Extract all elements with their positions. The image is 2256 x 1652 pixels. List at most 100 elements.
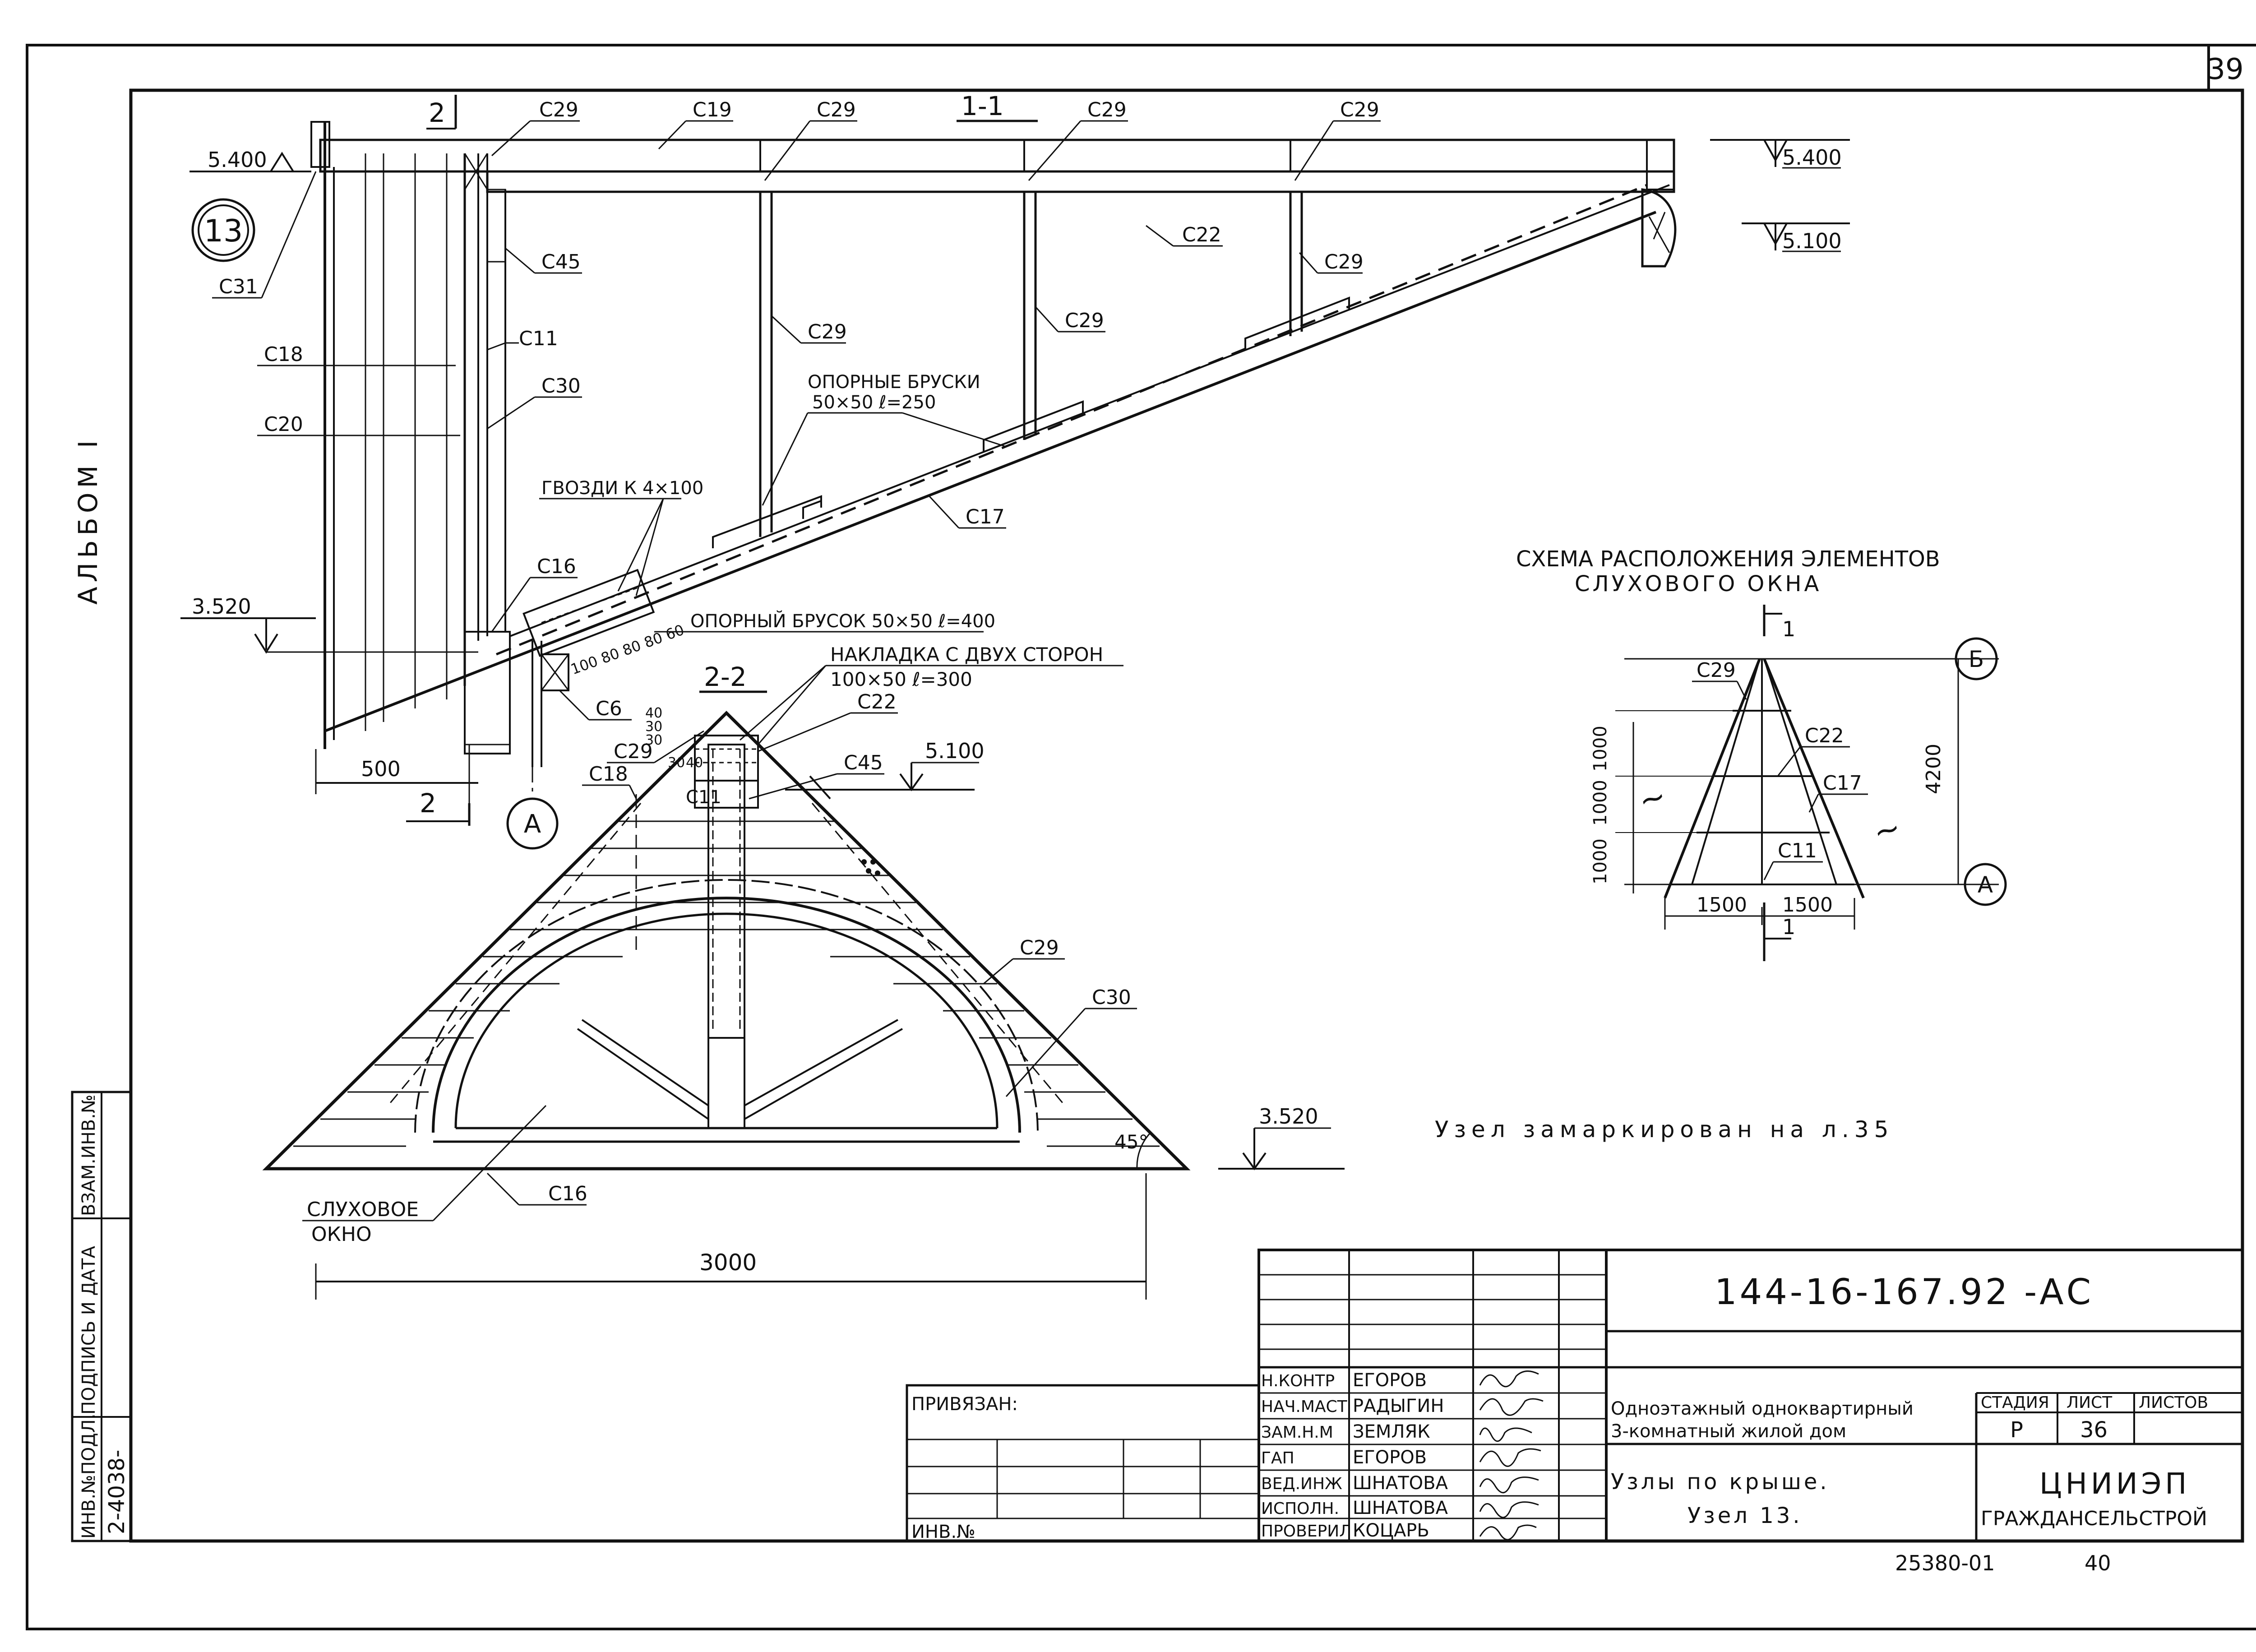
arched-window-outer bbox=[414, 879, 1039, 1133]
level-5100-gable: 5.100 bbox=[785, 739, 985, 791]
org-line-2: ГРАЖДАНСЕЛЬСТРОЙ bbox=[1981, 1506, 2207, 1530]
svg-text:ЛИСТ: ЛИСТ bbox=[2066, 1393, 2113, 1412]
stamp-inv-label: ИНВ.№ПОДЛ. bbox=[79, 1414, 99, 1539]
stamp-replace-label: ВЗАМ.ИНВ.№ bbox=[79, 1095, 99, 1216]
svg-text:5.400: 5.400 bbox=[1782, 145, 1842, 170]
section-2-2: 2-2 bbox=[262, 643, 1345, 1300]
svg-text:1000: 1000 bbox=[1590, 838, 1611, 884]
svg-text:~: ~ bbox=[1869, 809, 1905, 851]
svg-text:5.100: 5.100 bbox=[1782, 229, 1842, 253]
svg-text:Б: Б bbox=[1969, 646, 1984, 672]
svg-text:С18: С18 bbox=[264, 343, 303, 366]
axis-a-scheme-marker bbox=[1964, 863, 2007, 906]
inner-frame bbox=[129, 88, 2244, 1543]
sheet-title-1: Узлы по крыше. bbox=[1611, 1469, 1830, 1495]
svg-text:С29: С29 bbox=[614, 740, 653, 763]
svg-text:5.400: 5.400 bbox=[208, 148, 267, 172]
svg-text:100×50 ℓ=300: 100×50 ℓ=300 bbox=[830, 668, 972, 690]
svg-text:С6: С6 bbox=[596, 697, 622, 720]
section-2-2-title: 2-2 bbox=[704, 662, 747, 692]
gable-outline bbox=[262, 711, 1191, 1171]
scheme-height: 4200 bbox=[1922, 744, 1945, 794]
svg-text:С29: С29 bbox=[1065, 309, 1104, 332]
level-5100-right: 5.100 bbox=[1742, 222, 1850, 253]
svg-text:ОКНО: ОКНО bbox=[311, 1223, 372, 1246]
footer-page: 40 bbox=[2085, 1551, 2111, 1575]
footer-code: 25380-01 bbox=[1895, 1551, 1995, 1575]
svg-text:30: 30 bbox=[668, 755, 685, 771]
svg-text:С11: С11 bbox=[1778, 839, 1817, 862]
level-3520-left: 3.520 bbox=[180, 594, 478, 654]
svg-text:50×50 ℓ=250: 50×50 ℓ=250 bbox=[812, 392, 936, 413]
org-line-1: ЦНИИЭП bbox=[2039, 1467, 2190, 1501]
svg-text:С29: С29 bbox=[808, 320, 847, 343]
svg-text:С31: С31 bbox=[219, 275, 258, 298]
stage-value: Р bbox=[2010, 1417, 2023, 1443]
svg-text:С29: С29 bbox=[1340, 98, 1379, 121]
svg-text:ЛИСТОВ: ЛИСТОВ bbox=[2139, 1393, 2208, 1412]
project-line-1: Одноэтажный одноквартирный bbox=[1611, 1398, 1914, 1419]
svg-text:Н.КОНТР: Н.КОНТР bbox=[1261, 1372, 1335, 1390]
svg-text:30: 30 bbox=[645, 732, 662, 748]
axis-a-marker bbox=[506, 797, 559, 850]
inv-label: ИНВ.№ bbox=[911, 1522, 975, 1542]
svg-text:НАКЛАДКА С ДВУХ СТОРОН: НАКЛАДКА С ДВУХ СТОРОН bbox=[830, 643, 1103, 666]
sheet-title-2: Узел 13. bbox=[1687, 1503, 1803, 1528]
top-chord bbox=[319, 139, 1675, 173]
level-5400-left: 5.400 bbox=[190, 148, 311, 172]
svg-text:С17: С17 bbox=[966, 505, 1005, 528]
stamp-inv-value: 2-4038- bbox=[104, 1450, 129, 1534]
scheme-title-2: СЛУХОВОГО ОКНА bbox=[1575, 571, 1821, 597]
svg-text:ШНАТОВА: ШНАТОВА bbox=[1353, 1473, 1448, 1494]
svg-text:С11: С11 bbox=[519, 327, 558, 350]
svg-text:С16: С16 bbox=[537, 555, 576, 578]
svg-text:С22: С22 bbox=[1182, 223, 1221, 246]
scheme-title-1: СХЕМА РАСПОЛОЖЕНИЯ ЭЛЕМЕНТОВ bbox=[1516, 546, 1940, 572]
bound-label: ПРИВЯЗАН: bbox=[911, 1394, 1018, 1415]
svg-text:С29: С29 bbox=[1324, 250, 1364, 273]
svg-text:СТАДИЯ: СТАДИЯ bbox=[1981, 1393, 2049, 1412]
svg-text:ПРОВЕРИЛ: ПРОВЕРИЛ bbox=[1261, 1522, 1351, 1541]
cut-mark-top: 2 bbox=[429, 97, 445, 128]
svg-text:С22: С22 bbox=[857, 690, 897, 713]
svg-text:~: ~ bbox=[1635, 777, 1670, 819]
svg-text:1: 1 bbox=[1782, 915, 1795, 939]
svg-text:СЛУХОВОЕ: СЛУХОВОЕ bbox=[307, 1198, 419, 1221]
title-block: ПРИВЯЗАН: ИНВ.№ 144-16-167.92 -АС Н.КОНТ… bbox=[906, 1249, 2244, 1542]
svg-text:С30: С30 bbox=[1092, 986, 1131, 1009]
svg-text:5.100: 5.100 bbox=[925, 739, 985, 763]
svg-text:С11: С11 bbox=[686, 787, 721, 808]
page-number: 39 bbox=[2207, 53, 2243, 86]
level-3520-gable: 3.520 bbox=[1218, 1104, 1345, 1171]
svg-text:С20: С20 bbox=[264, 413, 303, 436]
svg-text:ЗАМ.Н.М: ЗАМ.Н.М bbox=[1261, 1423, 1333, 1442]
svg-text:С45: С45 bbox=[844, 751, 883, 774]
svg-text:1000: 1000 bbox=[1590, 780, 1611, 826]
axis-b-marker bbox=[1955, 637, 1998, 680]
svg-text:40: 40 bbox=[686, 755, 703, 771]
svg-text:НАЧ.МАСТ: НАЧ.МАСТ bbox=[1261, 1397, 1348, 1416]
svg-text:С22: С22 bbox=[1805, 724, 1844, 747]
svg-text:ОПОРНЫЕ БРУСКИ: ОПОРНЫЕ БРУСКИ bbox=[808, 372, 980, 393]
svg-text:1: 1 bbox=[1782, 617, 1795, 641]
svg-text:С29: С29 bbox=[539, 98, 578, 121]
node-number: 13 bbox=[204, 213, 243, 249]
svg-text:ШНАТОВА: ШНАТОВА bbox=[1353, 1498, 1448, 1518]
dim-3000: 3000 bbox=[699, 1249, 757, 1276]
outer-frame bbox=[26, 44, 2256, 1630]
svg-text:ГВОЗДИ К 4×100: ГВОЗДИ К 4×100 bbox=[541, 478, 703, 499]
stamp-signature-label: ПОДПИСЬ И ДАТА bbox=[79, 1245, 99, 1415]
node-circle-13 bbox=[191, 198, 255, 262]
svg-text:С29: С29 bbox=[1020, 936, 1059, 959]
sheet-value: 36 bbox=[2080, 1417, 2108, 1443]
svg-text:1000: 1000 bbox=[1590, 726, 1611, 772]
svg-text:3.520: 3.520 bbox=[192, 594, 251, 619]
dormer-scheme: СХЕМА РАСПОЛОЖЕНИЯ ЭЛЕМЕНТОВ СЛУХОВОГО О… bbox=[1516, 546, 2007, 961]
svg-text:РАДЫГИН: РАДЫГИН bbox=[1353, 1396, 1444, 1416]
svg-text:С16: С16 bbox=[548, 1182, 587, 1205]
cut-mark-bottom: 2 bbox=[420, 788, 436, 819]
album-label: АЛЬБОМ I bbox=[73, 436, 103, 605]
svg-text:С30: С30 bbox=[541, 375, 581, 398]
section-1-1-title: 1-1 bbox=[961, 91, 1004, 121]
